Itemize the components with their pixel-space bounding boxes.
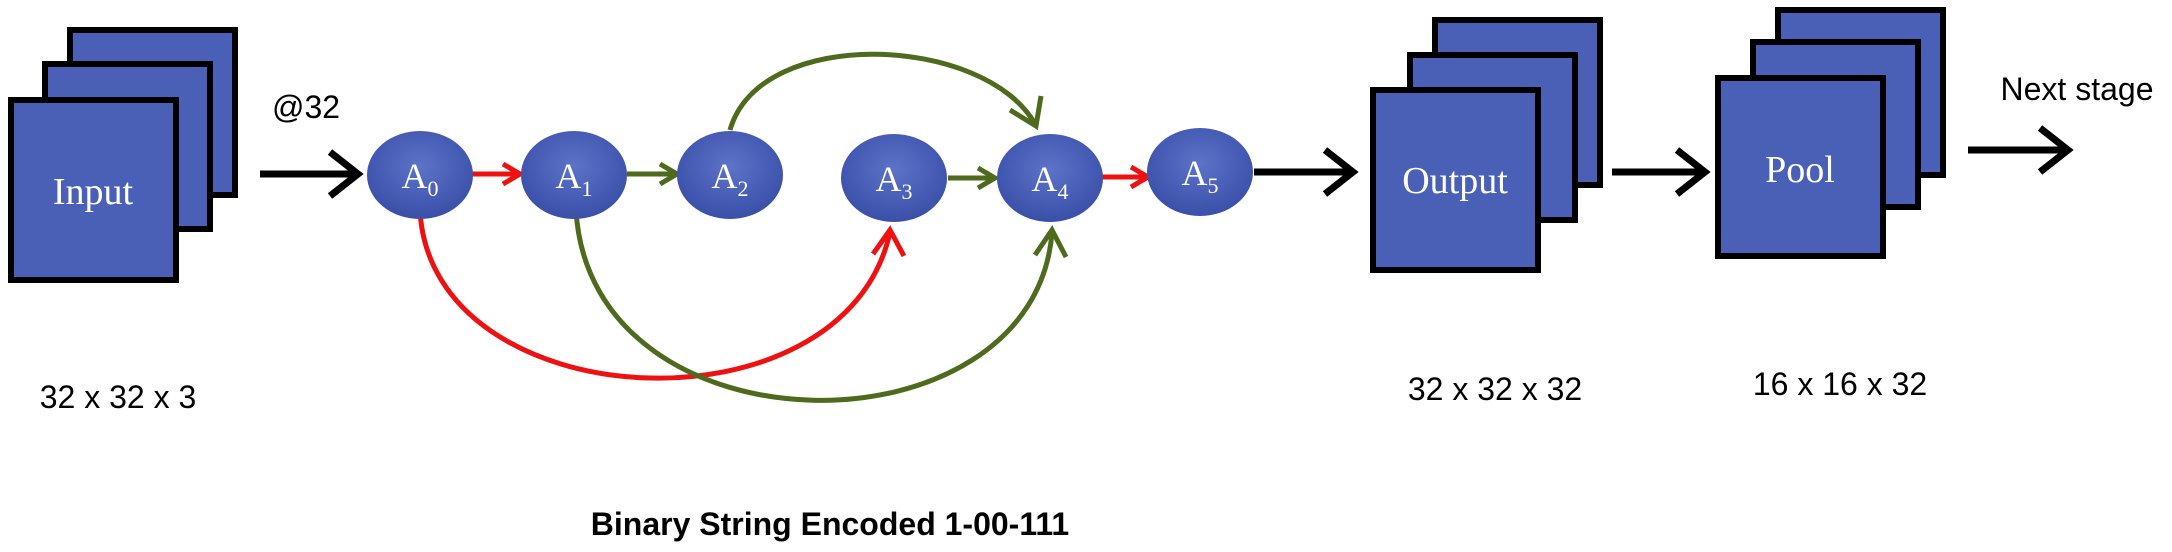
svg-text:A2: A2 — [712, 156, 749, 201]
output-label: Output — [1402, 160, 1508, 202]
node-a2-letter: A — [712, 156, 738, 196]
input-label: Input — [53, 171, 134, 213]
node-a1: A1 — [521, 131, 627, 219]
output-front-sheet — [1370, 87, 1541, 273]
edge-a1-a4-arrowhead — [1032, 225, 1069, 259]
node-a4: A4 — [997, 134, 1103, 222]
edge-a2-a4-arrowhead — [1008, 95, 1044, 131]
next-stage-label: Next stage — [2001, 71, 2154, 107]
svg-text:A5: A5 — [1182, 153, 1219, 198]
a5-output-arrow — [1254, 147, 1359, 197]
svg-text:A4: A4 — [1032, 159, 1069, 204]
edge-a2-a4 — [727, 51, 1038, 131]
edge-a0-a3-arrowhead — [870, 225, 907, 258]
node-a3-subscript: 3 — [902, 179, 913, 204]
node-a0-subscript: 0 — [428, 176, 439, 201]
pool-feature-map-stack: Pool — [1715, 7, 1946, 259]
edge-a1-a4 — [573, 209, 1055, 403]
svg-text:A0: A0 — [402, 156, 439, 201]
pool-label: Pool — [1765, 149, 1835, 191]
node-a3: A3 — [841, 134, 947, 222]
node-a5-letter: A — [1182, 153, 1208, 193]
node-a3-letter: A — [876, 159, 902, 199]
edge-a4-a5 — [1102, 164, 1153, 190]
node-a1-letter: A — [556, 156, 582, 196]
edge-a1-a2 — [627, 161, 682, 187]
input-arrow — [260, 149, 364, 199]
input-feature-map-stack: Input — [8, 27, 238, 283]
input-front-sheet — [8, 97, 179, 283]
node-a4-subscript: 4 — [1058, 179, 1069, 204]
output-dims: 32 x 32 x 32 — [1408, 371, 1582, 407]
node-a0-letter: A — [402, 156, 428, 196]
node-a0: A0 — [367, 131, 473, 219]
node-a2-subscript: 2 — [738, 176, 749, 201]
next-stage-arrow — [1968, 125, 2074, 175]
node-a5-subscript: 5 — [1208, 173, 1219, 198]
node-a4-letter: A — [1032, 159, 1058, 199]
output-pool-arrow — [1612, 147, 1711, 197]
svg-text:A1: A1 — [556, 156, 593, 201]
node-a1-subscript: 1 — [582, 176, 593, 201]
node-a5: A5 — [1147, 128, 1253, 216]
channels-label: @32 — [272, 89, 340, 125]
edge-a0-a3 — [417, 209, 893, 381]
pool-dims: 16 x 16 x 32 — [1753, 366, 1927, 402]
svg-text:A3: A3 — [876, 159, 913, 204]
encoding-caption: Binary String Encoded 1-00-111 — [591, 506, 1069, 542]
node-a2: A2 — [677, 131, 783, 219]
pool-front-sheet — [1715, 75, 1886, 259]
edge-a0-a1 — [472, 161, 525, 187]
input-dims: 32 x 32 x 3 — [40, 379, 197, 415]
output-feature-map-stack: Output — [1370, 17, 1603, 273]
edge-a3-a4 — [948, 165, 1000, 191]
